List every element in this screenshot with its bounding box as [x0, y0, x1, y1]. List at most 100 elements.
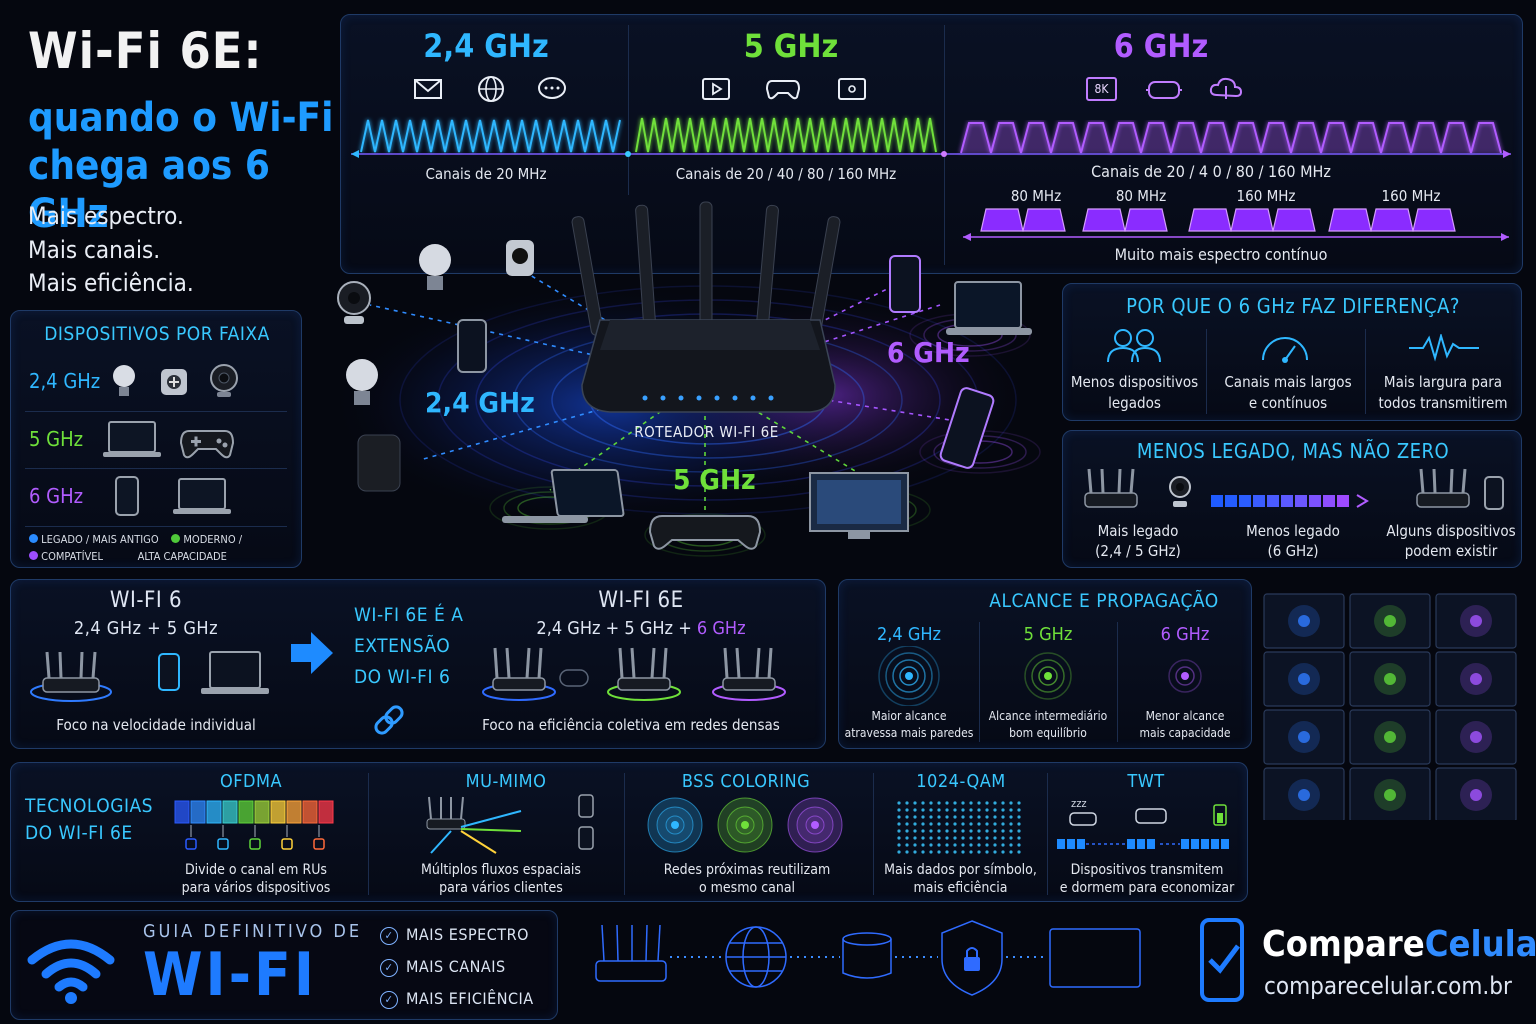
tech-mumimo-desc: Múltiplos fluxos espaciais para vários cl…	[396, 861, 606, 897]
bss-line1: Redes próximas reutilizam	[663, 862, 831, 878]
wifi6e-bands: 2,4 GHz + 5 GHz + 6 GHz	[491, 618, 791, 639]
qam-constellation-graphic	[897, 801, 1021, 854]
tech-mumimo-title: MU-MIMO	[465, 771, 547, 792]
tagline-3: Mais eficiência.	[28, 269, 194, 297]
page-title: Wi-Fi 6E:	[28, 22, 263, 80]
why-item-2-line2: e contínuos	[1248, 394, 1328, 412]
devices-row-24: 2,4 GHz	[29, 369, 101, 393]
tech-bss-title: BSS COLORING	[681, 771, 811, 792]
waveform-icon	[1409, 334, 1479, 362]
wide-channel-label-4: 160 MHz	[1381, 187, 1441, 205]
legend-high-capacity: ALTA CAPACIDADE	[137, 550, 227, 563]
legacy-item-2-line1: Menos legado	[1246, 522, 1340, 540]
tech-twt-title: TWT	[1127, 771, 1165, 792]
extension-line-1: WI-FI 6E É A	[354, 604, 464, 626]
cloud-icon	[1209, 77, 1243, 99]
wifi6-vs-6e-panel: WI-FI 6 2,4 GHz + 5 GHz Foco na velocida…	[10, 579, 826, 749]
devices-panel-title: DISPOSITIVOS POR FAIXA	[44, 323, 270, 345]
technologies-panel: TECNOLOGIAS DO WI-FI 6E OFDMA Divide o c…	[10, 762, 1248, 902]
router-label: ROTEADOR WI-FI 6E	[634, 423, 779, 441]
range-5-line2: bom equilíbrio	[1009, 726, 1087, 740]
laptop-icon	[103, 421, 161, 457]
modern-dot-icon	[171, 534, 181, 543]
check-item-2-label: MAIS CANAIS	[406, 957, 506, 976]
wifi6-focus: Foco na velocidade individual	[56, 716, 256, 734]
range-band-24: 2,4 GHz	[876, 624, 942, 645]
link-icon	[374, 705, 404, 735]
band-24-channels: Canais de 20 MHz	[425, 165, 547, 183]
tagline-1: Mais espectro.	[28, 202, 184, 230]
wide-channels-graphic	[963, 208, 1509, 241]
wifi6-title: WI-FI 6	[109, 588, 183, 613]
router-icon	[1084, 468, 1138, 508]
vr-headset-icon	[1146, 81, 1182, 99]
video-play-icon	[702, 78, 730, 100]
gamepad-icon	[179, 430, 235, 459]
spectrum-waveform	[351, 117, 1511, 158]
guide-big-title: WI-FI	[143, 940, 317, 1010]
check-item-1: ✓MAIS ESPECTRO	[380, 925, 529, 945]
tech-title-line1: TECNOLOGIAS	[25, 795, 154, 817]
extension-line-2: EXTENSÃO	[354, 635, 451, 657]
legacy-dot-icon	[29, 534, 38, 543]
footer-guide-panel	[10, 910, 558, 1020]
band-legend: LEGADO / MAIS ANTIGO MODERNO / COMPATÍVE…	[29, 531, 299, 565]
8k-icon: 8K	[1086, 77, 1117, 101]
tech-ofdma-title: OFDMA	[219, 771, 283, 792]
legend-modern: MODERNO /	[183, 533, 243, 546]
compare-celular-logo-icon	[1200, 918, 1244, 1002]
guide-label: GUIA DEFINITIVO DE	[143, 921, 363, 942]
legacy-panel: MENOS LEGADO, MAS NÃO ZERO Mais legado(2…	[1062, 430, 1522, 568]
range-panel-title: ALCANCE E PROPAGAÇÃO	[989, 590, 1219, 612]
extension-text: WI-FI 6E É A EXTENSÃO DO WI-FI 6	[354, 600, 463, 693]
wifi6e-routers-graphic	[482, 647, 786, 701]
spectrum-panel: 2,4 GHz 5 GHz 6 GHz 8K Canais de 20 MHz …	[340, 14, 1523, 274]
extension-line-3: DO WI-FI 6	[354, 666, 451, 688]
high-capacity-dot-icon	[29, 551, 38, 560]
devices-row-6: 6 GHz	[29, 484, 84, 508]
ofdma-line1: Divide o canal em RUs	[184, 862, 327, 878]
router-band-5: 5 GHz	[673, 463, 756, 496]
band-5-channels: Canais de 20 / 40 / 80 / 160 MHz	[675, 165, 897, 183]
router-icon	[1416, 468, 1470, 508]
legend-compatible: COMPATÍVEL	[41, 550, 104, 563]
speedometer-icon	[1262, 337, 1308, 363]
range-5-line1: Alcance intermediário	[988, 709, 1108, 723]
continuous-spectrum-note: Muito mais espectro contínuo	[1114, 245, 1328, 264]
legacy-item-2-line2: (6 GHz)	[1267, 542, 1319, 560]
band-6-title: 6 GHz	[1113, 27, 1209, 65]
mail-icon	[414, 79, 442, 99]
qam-line2: mais eficiência	[913, 880, 1008, 896]
mumimo-graphic	[426, 794, 594, 854]
wifi-icon	[27, 939, 115, 1004]
brand-url[interactable]: comparecelular.com.br	[1264, 972, 1512, 1000]
why-panel-title: POR QUE O 6 GHz FAZ DIFERENÇA?	[1126, 294, 1460, 318]
legacy-item-3-line1: Alguns dispositivos	[1386, 522, 1516, 540]
router-band-24: 2,4 GHz	[425, 386, 535, 419]
mumimo-line1: Múltiplos fluxos espaciais	[421, 862, 581, 878]
twt-line1: Dispositivos transmitem	[1070, 862, 1224, 878]
range-rings-graphic	[878, 646, 1202, 706]
band-24-title: 2,4 GHz	[423, 27, 549, 65]
brand-name-a: Compare	[1262, 924, 1425, 965]
smartphone-icon	[115, 476, 139, 516]
wide-channel-label-2: 80 MHz	[1115, 187, 1167, 205]
gamepad-icon	[766, 80, 800, 100]
router-scene	[330, 201, 1041, 557]
camera-icon	[1169, 476, 1191, 507]
brand-name-b: Celular	[1424, 924, 1536, 965]
game-screen-icon	[838, 78, 866, 100]
tech-title-line2: DO WI-FI 6E	[25, 822, 133, 844]
range-band-5: 5 GHz	[1023, 624, 1073, 645]
bss-coloring-graphic	[647, 797, 843, 853]
legacy-gradient-bar	[1211, 494, 1369, 508]
mumimo-line2: para vários clientes	[439, 880, 563, 896]
tech-qam-desc: Mais dados por símbolo,mais eficiência	[873, 861, 1048, 897]
page-subtitle: quando o Wi-Fi chega aos 6 GHz	[28, 95, 334, 237]
check-icon: ✓	[380, 990, 398, 1009]
